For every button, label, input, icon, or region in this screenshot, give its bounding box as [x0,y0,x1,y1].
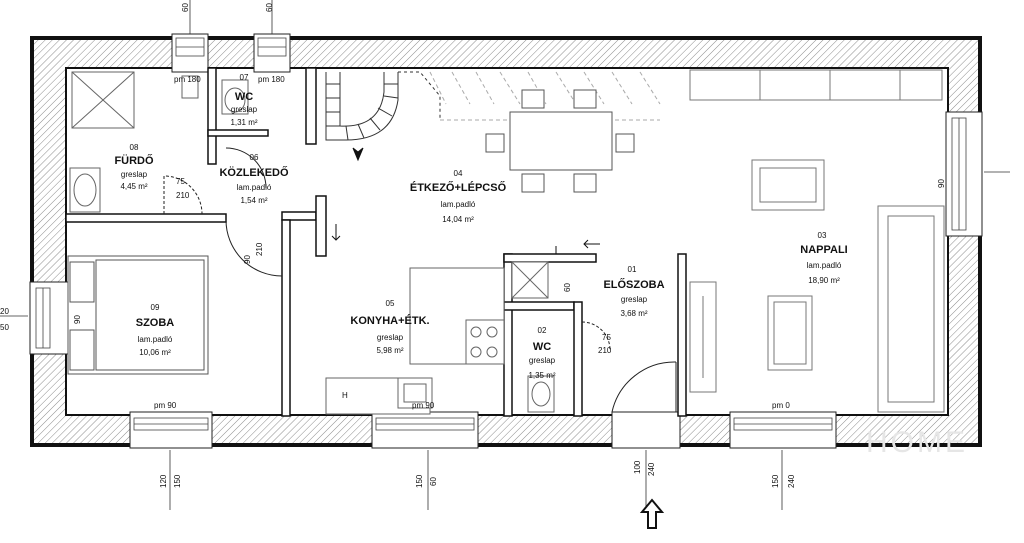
window-details [35,37,967,431]
dim-90-b: 90 [73,315,82,324]
room-furdo: 08 FÜRDŐ greslap 4,45 m² [114,143,154,191]
bathroom-fixtures [69,71,555,413]
dim-150-a: 150 [173,474,182,488]
room-material: lam.padló [237,183,272,192]
room-number: 02 [538,326,547,335]
room-area: 1,35 m² [528,371,555,380]
room-material: lam.padló [138,335,173,344]
dim-pm90-a: pm 90 [154,401,177,410]
bed [67,255,209,375]
dim-60: 60 [563,283,572,292]
room-area: 14,04 m² [442,215,474,224]
room-name: FÜRDŐ [114,154,154,167]
door-swings [163,147,677,413]
room-name: ÉTKEZŐ+LÉPCSŐ [410,181,507,194]
dim-50: 50 [0,323,9,332]
dim-240-b: 240 [787,474,796,488]
dim-pm0: pm 0 [772,401,790,410]
room-name: WC [235,91,253,103]
room-number: 05 [386,299,395,308]
room-labels: 08 FÜRDŐ greslap 4,45 m² 07 WC greslap 1… [114,73,847,380]
room-name: KONYHA+ÉTK. [350,314,429,327]
room-number: 01 [628,265,637,274]
room-material: lam.padló [441,200,476,209]
room-area: 1,31 m² [230,118,257,127]
room-area: 1,54 m² [240,196,267,205]
dim-pm180-b: pm 180 [258,75,285,84]
room-nappali: 03 NAPPALI lam.padló 18,90 m² [800,231,847,285]
dim-90-c: 90 [937,179,946,188]
dim-210-c: 210 [255,242,264,256]
room-material: greslap [377,333,404,342]
direction-arrows [331,224,600,254]
dim-60-bottom: 60 [429,477,438,486]
room-konyha: 05 KONYHA+ÉTK. greslap 5,98 m² [350,299,429,355]
dim-75-b: 75 [602,333,611,342]
watermark: HOME [866,426,968,459]
room-wc-upper: 07 WC greslap 1,31 m² [230,73,257,127]
appliance-label: H [342,391,348,400]
dim-210-a: 210 [176,191,190,200]
dim-240-a: 240 [647,462,656,476]
dining-set [485,89,635,193]
dim-pm90-b: pm 90 [412,401,435,410]
room-area: 4,45 m² [120,182,147,191]
room-material: greslap [529,356,556,365]
room-name: SZOBA [136,317,175,329]
room-name: WC [533,341,551,353]
room-eloszoba: 01 ELŐSZOBA greslap 3,68 m² [603,265,664,318]
room-area: 18,90 m² [808,276,840,285]
interior-walls [65,67,687,417]
room-material: greslap [121,170,148,179]
room-number: 09 [151,303,160,312]
dim-pm180-a: pm 180 [174,75,201,84]
room-number: 03 [818,231,827,240]
room-wc-lower: 02 WC greslap 1,35 m² [528,326,555,380]
room-number: 08 [130,143,139,152]
room-material: greslap [231,105,258,114]
living-furniture [689,69,945,413]
room-area: 3,68 m² [620,309,647,318]
room-number: 06 [250,153,259,162]
dim-60-top-a: 60 [181,3,190,12]
dim-60-top-b: 60 [265,3,274,12]
dimension-texts: pm 180 pm 180 pm 90 pm 90 pm 0 75 210 75… [0,3,946,488]
room-material: lam.padló [807,261,842,270]
dim-100: 100 [633,460,642,474]
room-area: 10,06 m² [139,348,171,357]
room-number: 04 [454,169,463,178]
room-name: ELŐSZOBA [603,278,664,291]
dim-150-b: 150 [415,474,424,488]
room-etkezo: 04 ÉTKEZŐ+LÉPCSŐ lam.padló 14,04 m² [410,169,507,224]
dim-150-c: 150 [771,474,780,488]
room-area: 5,98 m² [376,346,403,355]
room-name: NAPPALI [800,244,847,256]
kitchen-fixtures [325,267,505,415]
room-kozlekedo: 06 KÖZLEKEDŐ lam.padló 1,54 m² [219,153,289,205]
dim-75-a: 75 [176,177,185,186]
dim-120: 120 [159,474,168,488]
dim-210-b: 210 [598,346,612,355]
entrance-arrow-icon [639,498,665,529]
dim-20: 20 [0,307,9,316]
dim-90-a: 90 [243,255,252,264]
room-name: KÖZLEKEDŐ [219,166,289,179]
room-material: greslap [621,295,648,304]
room-number: 07 [240,73,249,82]
room-szoba: 09 SZOBA lam.padló 10,06 m² [136,303,175,357]
dimension-lines [0,0,1010,510]
